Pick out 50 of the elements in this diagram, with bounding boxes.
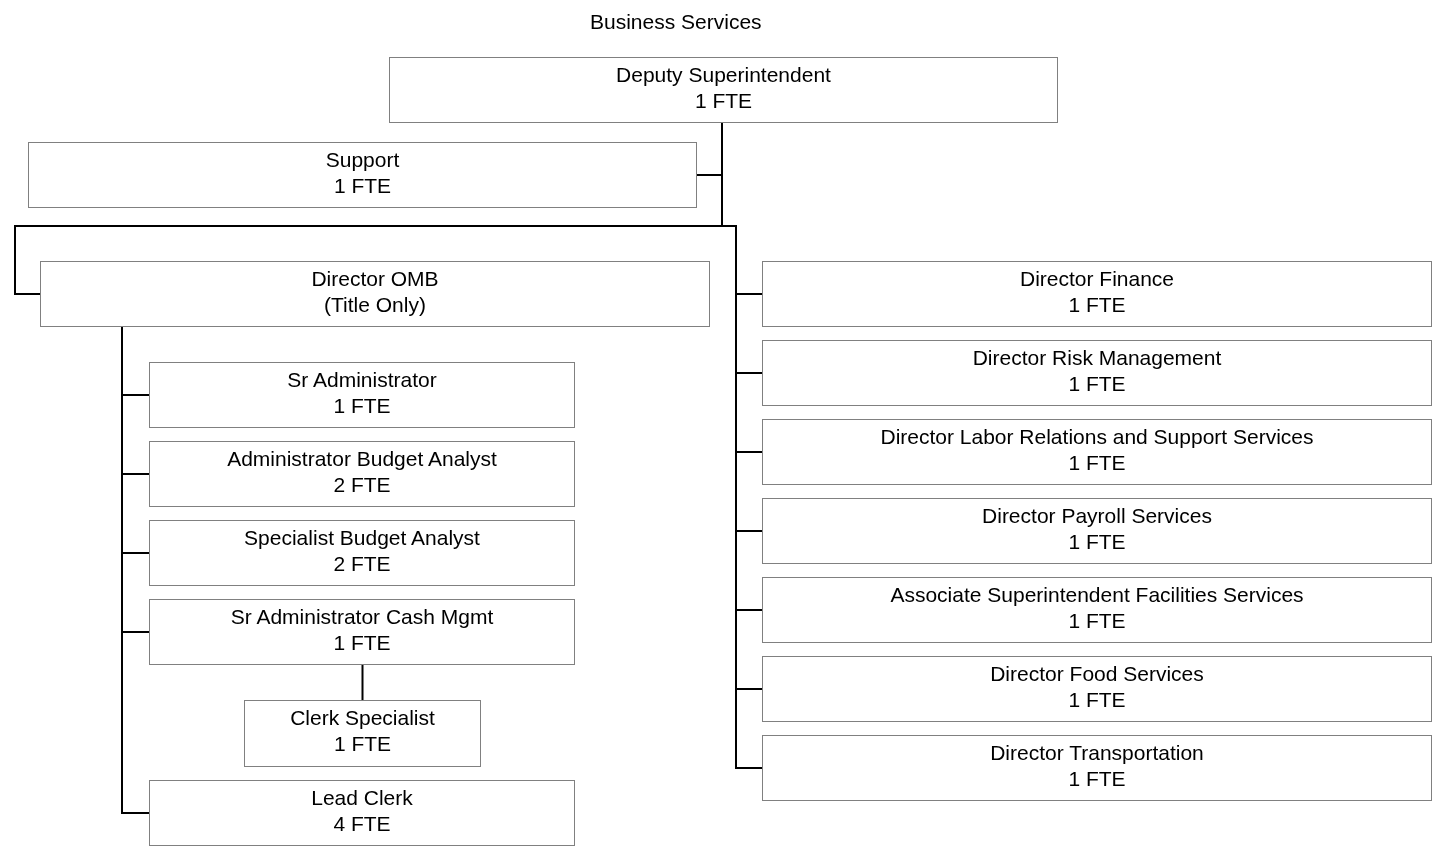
staff-count: 1 FTE — [1068, 687, 1126, 713]
staff-count: 1 FTE — [1068, 608, 1126, 634]
role-title: Director Labor Relations and Support Services — [880, 424, 1314, 450]
role-title: Associate Superintendent Facilities Services — [890, 582, 1304, 608]
org-box — [762, 577, 1432, 643]
role-title: Lead Clerk — [311, 785, 413, 811]
staff-count: 1 FTE — [1068, 292, 1126, 318]
role-title: Director Transportation — [990, 740, 1204, 766]
role-title: Clerk Specialist — [290, 705, 435, 731]
staff-count: 1 FTE — [1068, 371, 1126, 397]
org-box — [389, 57, 1058, 123]
staff-count: 1 FTE — [1068, 766, 1126, 792]
org-box — [149, 441, 575, 507]
role-title: Sr Administrator — [287, 367, 437, 393]
org-box — [149, 520, 575, 586]
staff-count: (Title Only) — [324, 292, 426, 318]
role-title: Director Risk Management — [972, 345, 1222, 371]
role-title: Administrator Budget Analyst — [227, 446, 497, 472]
org-box — [762, 340, 1432, 406]
org-box — [762, 656, 1432, 722]
org-box — [28, 142, 697, 208]
staff-count: 1 FTE — [1068, 450, 1126, 476]
role-title: Director Finance — [1019, 266, 1175, 292]
staff-count: 2 FTE — [333, 551, 391, 577]
org-box — [149, 599, 575, 665]
org-box — [149, 780, 575, 846]
staff-count: 1 FTE — [333, 630, 391, 656]
staff-count: 1 FTE — [1068, 529, 1126, 555]
chart-title: Business Services — [590, 9, 762, 35]
staff-count: 4 FTE — [333, 811, 391, 837]
role-title: Sr Administrator Cash Mgmt — [230, 604, 494, 630]
staff-count: 1 FTE — [694, 88, 753, 114]
staff-count: 1 FTE — [333, 173, 392, 199]
role-title: Director Payroll Services — [982, 503, 1212, 529]
role-title: Deputy Superintendent — [616, 62, 831, 88]
connector-line — [361, 664, 364, 701]
staff-count: 1 FTE — [333, 393, 391, 419]
org-box — [762, 261, 1432, 327]
role-title: Director Food Services — [990, 661, 1204, 687]
org-box — [149, 362, 575, 428]
role-title: Director OMB — [311, 266, 439, 292]
staff-count: 1 FTE — [333, 731, 392, 757]
org-box — [244, 700, 481, 767]
staff-count: 2 FTE — [333, 472, 391, 498]
role-title: Support — [325, 147, 400, 173]
org-box — [762, 498, 1432, 564]
org-box — [762, 419, 1432, 485]
org-box — [40, 261, 710, 327]
role-title: Specialist Budget Analyst — [244, 525, 480, 551]
org-box — [762, 735, 1432, 801]
